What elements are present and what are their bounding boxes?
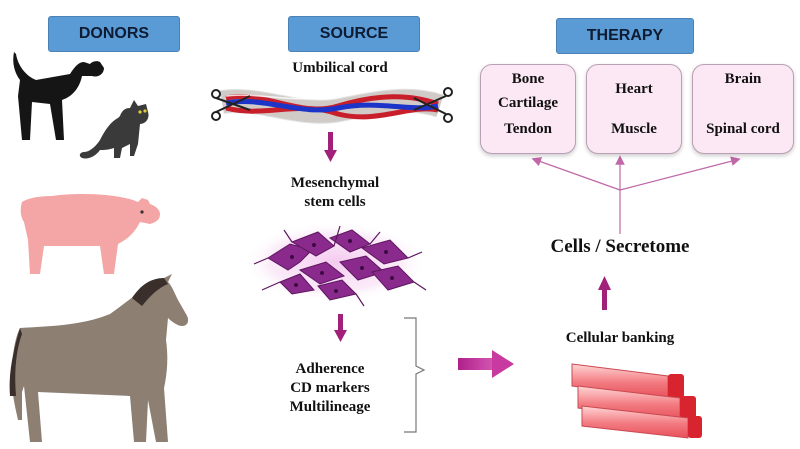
cells-secretome-label: Cells / Secretome (550, 236, 690, 257)
msc-label-line1: Mesenchymal (290, 175, 380, 191)
therapy-muscle: Muscle (611, 121, 657, 137)
therapy-cartilage: Cartilage (498, 95, 558, 111)
arrow-banking-to-cells (598, 276, 611, 310)
criteria-list: Adherence CD markers Multilineage (270, 360, 390, 417)
umbilical-cord-image (220, 88, 444, 124)
arrow-cord-to-msc (324, 132, 337, 162)
msc-label: Mesenchymal stem cells (250, 174, 420, 212)
arrows-to-therapy (531, 155, 741, 234)
umbilical-cord-label: Umbilical cord (292, 60, 388, 76)
therapy-tendon: Tendon (504, 121, 552, 137)
msc-label-line2: stem cells (304, 194, 366, 210)
dog-icon (13, 52, 104, 140)
mesenchymal-cells-image (243, 222, 427, 307)
therapy-bone: Bone (511, 71, 545, 87)
pig-icon (20, 194, 160, 274)
scissors-right-icon (413, 87, 453, 123)
cellular-banking-label: Cellular banking (565, 330, 675, 346)
arrow-to-banking (458, 350, 514, 378)
criteria-multilineage: Multilineage (289, 399, 371, 415)
criteria-cd-markers: CD markers (290, 380, 370, 396)
therapy-box-neural: Brain Spinal cord (692, 64, 794, 154)
therapy-heart: Heart (615, 81, 653, 97)
criteria-bracket (404, 317, 426, 433)
horse-icon (9, 274, 189, 442)
culture-flasks-image (571, 363, 702, 439)
therapy-spinal-cord: Spinal cord (706, 121, 780, 137)
cat-icon (79, 100, 149, 159)
scissors-left-icon (211, 89, 251, 121)
therapy-brain: Brain (724, 71, 762, 87)
therapy-header: THERAPY (556, 18, 694, 54)
source-header: SOURCE (288, 16, 420, 52)
donors-header: DONORS (48, 16, 180, 52)
therapy-box-musculoskeletal: Bone Cartilage Tendon (480, 64, 576, 154)
arrow-msc-to-criteria (334, 314, 347, 342)
therapy-box-cardiac: Heart Muscle (586, 64, 682, 154)
criteria-adherence: Adherence (295, 361, 365, 377)
